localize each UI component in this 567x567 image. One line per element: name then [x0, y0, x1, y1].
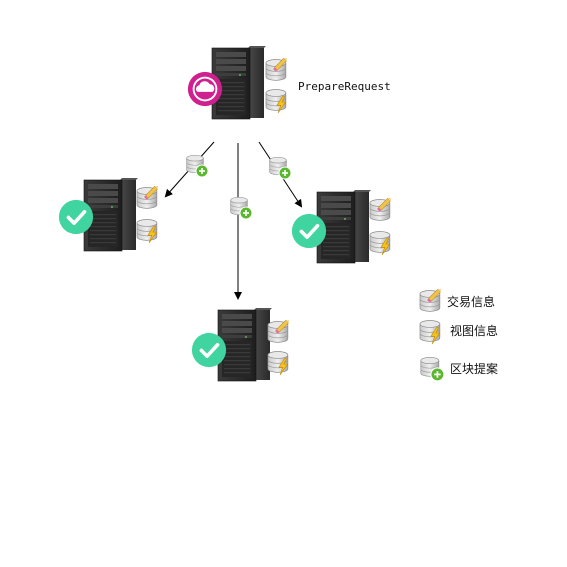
check-badge-icon — [57, 198, 95, 236]
replica-node-bottom — [190, 308, 291, 382]
legend-item-transaction: 交易信息 — [420, 287, 495, 311]
transaction-db-icon — [137, 184, 160, 208]
block-proposal-icon — [270, 157, 291, 179]
replica-node-left — [57, 178, 160, 252]
check-badge-icon — [190, 331, 228, 369]
transaction-db-icon — [268, 318, 291, 342]
view-db-icon — [266, 89, 286, 112]
legend-item-view: 视图信息 — [420, 320, 498, 343]
view-db-icon — [370, 231, 390, 254]
block-proposal-icon — [231, 197, 252, 219]
replica-node-right — [290, 190, 393, 264]
transaction-db-icon — [370, 196, 393, 220]
legend-label-view: 视图信息 — [450, 323, 498, 338]
leader-node: PrepareRequest — [187, 46, 391, 120]
block-proposal-icon — [187, 155, 208, 177]
legend-label-block-proposal: 区块提案 — [450, 361, 498, 376]
view-db-icon — [420, 320, 440, 343]
legend: 交易信息 视图信息 区块提案 — [420, 287, 498, 381]
transaction-db-icon — [420, 287, 443, 311]
leader-label: PrepareRequest — [298, 80, 391, 93]
block-proposal-db-icon — [421, 357, 444, 381]
cloud-badge-icon — [187, 71, 223, 107]
check-badge-icon — [290, 212, 328, 250]
server-icon — [217, 308, 273, 382]
legend-item-block-proposal: 区块提案 — [421, 357, 498, 381]
transaction-db-icon — [266, 56, 289, 80]
view-db-icon — [268, 351, 288, 374]
view-db-icon — [137, 219, 157, 242]
legend-label-transaction: 交易信息 — [447, 294, 495, 309]
